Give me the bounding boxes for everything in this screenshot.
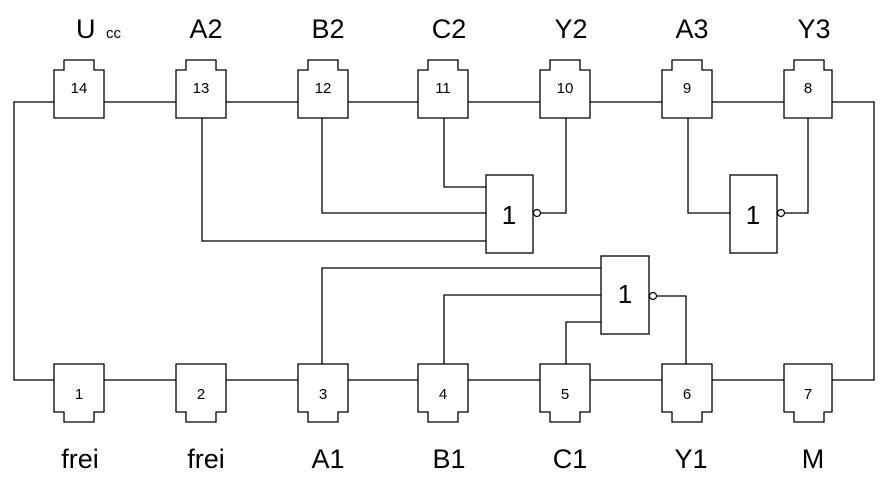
- gate-3-symbol: 1: [746, 200, 760, 230]
- pin-4-label: B1: [432, 444, 465, 474]
- wire-right-rail: [832, 101, 875, 381]
- pin-2-body: [175, 363, 227, 423]
- pin-13-body: [175, 59, 227, 119]
- gate-2: 1: [485, 174, 542, 254]
- pin-2-number: 2: [197, 386, 205, 403]
- pin-3: 3 A1: [297, 363, 349, 474]
- pin-7-label: M: [802, 444, 825, 474]
- pin-5-label: C1: [553, 444, 588, 474]
- pin-14: 14 U cc: [53, 14, 122, 119]
- pin-14-label-sub: cc: [106, 25, 122, 42]
- pin-4: 4 B1: [417, 363, 469, 474]
- wire-y1-out: [656, 295, 687, 364]
- pin-5-number: 5: [561, 386, 569, 403]
- pin-6-label: Y1: [674, 444, 707, 474]
- pin-12-body: [297, 59, 349, 119]
- wires: [13, 101, 875, 381]
- pin-6-body: [661, 363, 713, 423]
- pin-14-body: [53, 59, 105, 119]
- pin-7-number: 7: [804, 386, 812, 403]
- pin-1: 1 frei: [53, 363, 105, 474]
- pin-12: 12 B2: [297, 14, 349, 119]
- gate-2-inverter-bubble: [532, 208, 542, 218]
- bottom-pin-row: 1 frei 2 frei 3 A1 4 B1 5 C1 6 Y1: [53, 363, 833, 474]
- gate-3-body: [729, 174, 778, 254]
- pin-2: 2 frei: [175, 363, 227, 474]
- gate-2-body: [485, 174, 534, 254]
- pin-1-label: frei: [61, 444, 99, 474]
- pin-10-label: Y2: [554, 14, 587, 44]
- pin-13: 13 A2: [175, 14, 227, 119]
- wire-y2-out: [541, 118, 567, 214]
- wire-a2-in: [201, 118, 486, 242]
- pin-4-number: 4: [439, 386, 447, 403]
- pin-8-number: 8: [804, 80, 812, 97]
- gate-2-symbol: 1: [502, 200, 516, 230]
- gate-3: 1: [729, 174, 786, 254]
- pin-14-number: 14: [71, 80, 88, 97]
- pin-8-label: Y3: [797, 14, 830, 44]
- logic-gates: 1 1 1: [485, 174, 786, 335]
- pin-10-number: 10: [557, 80, 574, 97]
- pin-4-body: [417, 363, 469, 423]
- top-pin-row: 14 U cc 13 A2 12 B2 11 C2 10 Y2: [53, 14, 833, 119]
- pin-9-label: A3: [675, 14, 708, 44]
- pin-1-number: 1: [75, 386, 83, 403]
- wire-c1-in: [565, 321, 601, 364]
- pin-11-body: [417, 59, 469, 119]
- pin-9: 9 A3: [661, 14, 713, 119]
- gate-1-symbol: 1: [618, 279, 632, 309]
- pin-12-label: B2: [311, 14, 344, 44]
- pin-12-number: 12: [315, 80, 332, 97]
- pin-6-number: 6: [683, 386, 691, 403]
- pin-14-label: U cc: [76, 14, 122, 44]
- gate-3-inverter-bubble: [776, 208, 786, 218]
- pin-11-number: 11: [435, 80, 451, 97]
- pin-14-label-main: U: [76, 14, 96, 44]
- pin-10-body: [539, 59, 591, 119]
- pin-3-number: 3: [319, 386, 327, 403]
- pin-5-body: [539, 363, 591, 423]
- pin-7-body: [783, 363, 833, 423]
- pin-9-number: 9: [683, 80, 691, 97]
- pin-3-label: A1: [311, 444, 344, 474]
- pin-11: 11 C2: [417, 14, 469, 119]
- pin-10: 10 Y2: [539, 14, 591, 119]
- gate-1-inverter-bubble: [648, 291, 658, 301]
- pin-8: 8 Y3: [783, 14, 833, 119]
- pin-2-label: frei: [187, 444, 225, 474]
- wire-b1-in: [443, 294, 601, 364]
- pin-6: 6 Y1: [661, 363, 713, 474]
- pin-5: 5 C1: [539, 363, 591, 474]
- pin-8-body: [783, 59, 833, 119]
- pin-9-body: [661, 59, 713, 119]
- gate-1: 1: [600, 255, 658, 335]
- wire-a3-in: [687, 118, 730, 214]
- pin-13-label: A2: [189, 14, 222, 44]
- pin-13-number: 13: [193, 80, 210, 97]
- wire-a1-in: [321, 267, 601, 364]
- pin-3-body: [297, 363, 349, 423]
- wire-b2-in: [321, 118, 486, 214]
- wire-y3-out: [785, 118, 809, 214]
- pin-7: 7 M: [783, 363, 833, 474]
- pin-11-label: C2: [432, 14, 467, 44]
- gate-1-body: [600, 255, 650, 335]
- wire-vcc-rail: [13, 101, 54, 381]
- pin-1-body: [53, 363, 105, 423]
- wire-c2-in: [443, 118, 486, 188]
